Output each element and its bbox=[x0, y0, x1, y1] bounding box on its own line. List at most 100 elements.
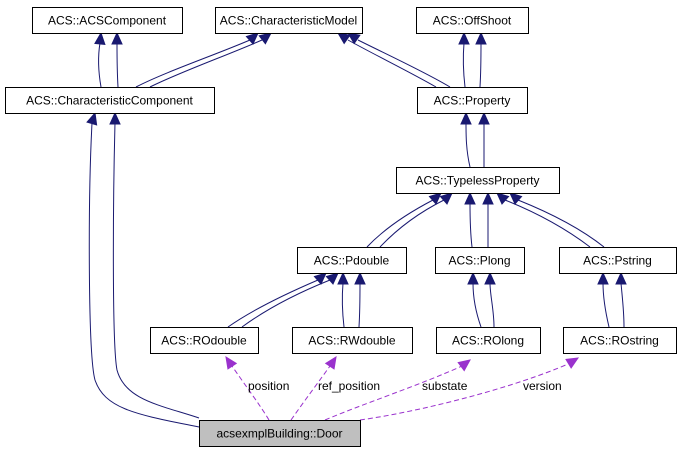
inheritance-line bbox=[469, 202, 473, 248]
node-property[interactable]: ACS::Property bbox=[417, 87, 528, 114]
inheritance-arrowhead-icon bbox=[245, 32, 259, 45]
inheritance-arrowhead-icon bbox=[86, 111, 98, 126]
inheritance-arrowhead-icon bbox=[484, 271, 496, 285]
node-label: ACS::ACSComponent bbox=[48, 14, 167, 28]
inheritance-line bbox=[135, 39, 251, 88]
inheritance-arrowhead-icon bbox=[354, 271, 366, 285]
inheritance-arrowhead-icon bbox=[258, 32, 272, 45]
node-box bbox=[5, 87, 215, 114]
node-rodouble[interactable]: ACS::ROdouble bbox=[150, 327, 259, 354]
node-box bbox=[32, 7, 183, 34]
usage-edge-rostring: version bbox=[359, 357, 580, 421]
usage-arrowhead-icon bbox=[565, 357, 580, 369]
node-typelessproperty[interactable]: ACS::TypelessProperty bbox=[396, 167, 560, 194]
inheritance-edge-door-to-characteristiccomponent bbox=[86, 111, 200, 428]
inheritance-line bbox=[366, 199, 434, 248]
inheritance-edge-typelessproperty-to-property bbox=[460, 111, 490, 168]
node-plong[interactable]: ACS::Plong bbox=[435, 247, 525, 274]
nodes-layer: ACS::ACSComponent ACS::CharacteristicMode… bbox=[5, 7, 677, 447]
node-label: ACS::Pstring bbox=[583, 254, 652, 268]
node-label: ACS::CharacteristicModel bbox=[220, 14, 357, 28]
inheritance-line bbox=[116, 42, 119, 88]
node-characteristicmodel[interactable]: ACS::CharacteristicModel bbox=[215, 7, 363, 34]
inheritance-line bbox=[341, 282, 345, 328]
node-characteristiccomponent[interactable]: ACS::CharacteristicComponent bbox=[5, 87, 215, 114]
node-acscomponent[interactable]: ACS::ACSComponent bbox=[32, 7, 183, 34]
node-label: ACS::ROstring bbox=[580, 334, 659, 348]
node-box bbox=[199, 420, 361, 447]
inheritance-arrowhead-icon bbox=[475, 31, 487, 45]
usage-line bbox=[231, 365, 270, 421]
node-label: ACS::TypelessProperty bbox=[415, 174, 539, 188]
inheritance-edge-pdouble-to-typelessproperty bbox=[366, 192, 453, 248]
edges-layer bbox=[86, 31, 627, 428]
node-rwdouble[interactable]: ACS::RWdouble bbox=[292, 327, 413, 354]
inheritance-arrowhead-icon bbox=[337, 32, 351, 45]
node-pstring[interactable]: ACS::Pstring bbox=[559, 247, 677, 274]
inheritance-edge-characteristiccomponent-to-acscomponent bbox=[94, 31, 123, 88]
usage-line bbox=[290, 365, 331, 421]
inheritance-line bbox=[472, 282, 482, 328]
usage-edge-rodouble: position bbox=[225, 355, 289, 421]
usage-edge-rolong: substate bbox=[324, 359, 471, 421]
node-box bbox=[436, 327, 541, 354]
node-offshoot[interactable]: ACS::OffShoot bbox=[416, 7, 529, 34]
inheritance-arrowhead-icon bbox=[464, 191, 476, 205]
inheritance-line bbox=[358, 282, 361, 328]
usage-line bbox=[359, 363, 569, 421]
inheritance-line bbox=[112, 122, 200, 419]
inheritance-arrowhead-icon bbox=[428, 192, 442, 205]
node-label: ACS::OffShoot bbox=[433, 14, 512, 28]
node-pdouble[interactable]: ACS::Pdouble bbox=[297, 247, 407, 274]
inheritance-edge-rostring-to-pstring bbox=[597, 271, 627, 328]
inheritance-arrowhead-icon bbox=[460, 111, 472, 125]
inheritance-line bbox=[149, 39, 263, 88]
usage-arrowhead-icon bbox=[225, 355, 238, 370]
inheritance-line bbox=[504, 199, 591, 248]
inheritance-arrowhead-icon bbox=[94, 31, 106, 46]
inheritance-line bbox=[88, 122, 200, 428]
inheritance-line bbox=[489, 282, 495, 328]
inheritance-arrowhead-icon bbox=[111, 31, 123, 45]
inheritance-line bbox=[98, 42, 102, 88]
node-label: ACS::Plong bbox=[448, 254, 510, 268]
node-label: ACS::Pdouble bbox=[314, 254, 390, 268]
node-label: acsexmplBuilding::Door bbox=[216, 427, 342, 441]
inheritance-arrowhead-icon bbox=[597, 271, 609, 285]
node-rostring[interactable]: ACS::ROstring bbox=[563, 327, 677, 354]
inheritance-edge-rwdouble-to-pdouble bbox=[337, 271, 366, 328]
inheritance-line bbox=[479, 42, 482, 88]
inheritance-arrowhead-icon bbox=[509, 192, 523, 205]
inheritance-arrowhead-icon bbox=[478, 111, 490, 125]
usage-edge-label: version bbox=[523, 379, 562, 393]
inheritance-arrowhead-icon bbox=[458, 31, 470, 45]
inheritance-edge-characteristiccomponent-to-characteristicmodel bbox=[135, 32, 272, 88]
node-door: acsexmplBuilding::Door bbox=[199, 420, 361, 447]
inheritance-edge-rolong-to-plong bbox=[467, 271, 496, 328]
inheritance-edge-rodouble-to-pdouble bbox=[227, 272, 339, 328]
node-box bbox=[215, 7, 363, 34]
node-label: ACS::Property bbox=[434, 94, 511, 108]
inheritance-arrowhead-icon bbox=[325, 272, 339, 285]
inheritance-line bbox=[517, 199, 605, 248]
node-box bbox=[292, 327, 413, 354]
inheritance-line bbox=[379, 199, 445, 248]
node-label: ACS::RWdouble bbox=[308, 334, 395, 348]
node-box bbox=[417, 87, 528, 114]
inheritance-line bbox=[347, 39, 437, 88]
node-label: ACS::ROlong bbox=[452, 334, 524, 348]
inheritance-arrowhead-icon bbox=[496, 192, 510, 205]
inheritance-arrowhead-icon bbox=[615, 271, 627, 285]
usage-arrowhead-icon bbox=[457, 359, 471, 372]
inheritance-arrowhead-icon bbox=[337, 271, 349, 285]
inheritance-arrowhead-icon bbox=[439, 192, 453, 205]
node-rolong[interactable]: ACS::ROlong bbox=[436, 327, 541, 354]
inheritance-edge-property-to-characteristicmodel bbox=[337, 32, 451, 88]
usage-edge-label: position bbox=[248, 379, 289, 393]
inheritance-line bbox=[620, 282, 625, 328]
node-box bbox=[396, 167, 560, 194]
inheritance-line bbox=[241, 279, 331, 328]
inheritance-arrowhead-icon bbox=[109, 111, 121, 125]
node-box bbox=[559, 247, 677, 274]
